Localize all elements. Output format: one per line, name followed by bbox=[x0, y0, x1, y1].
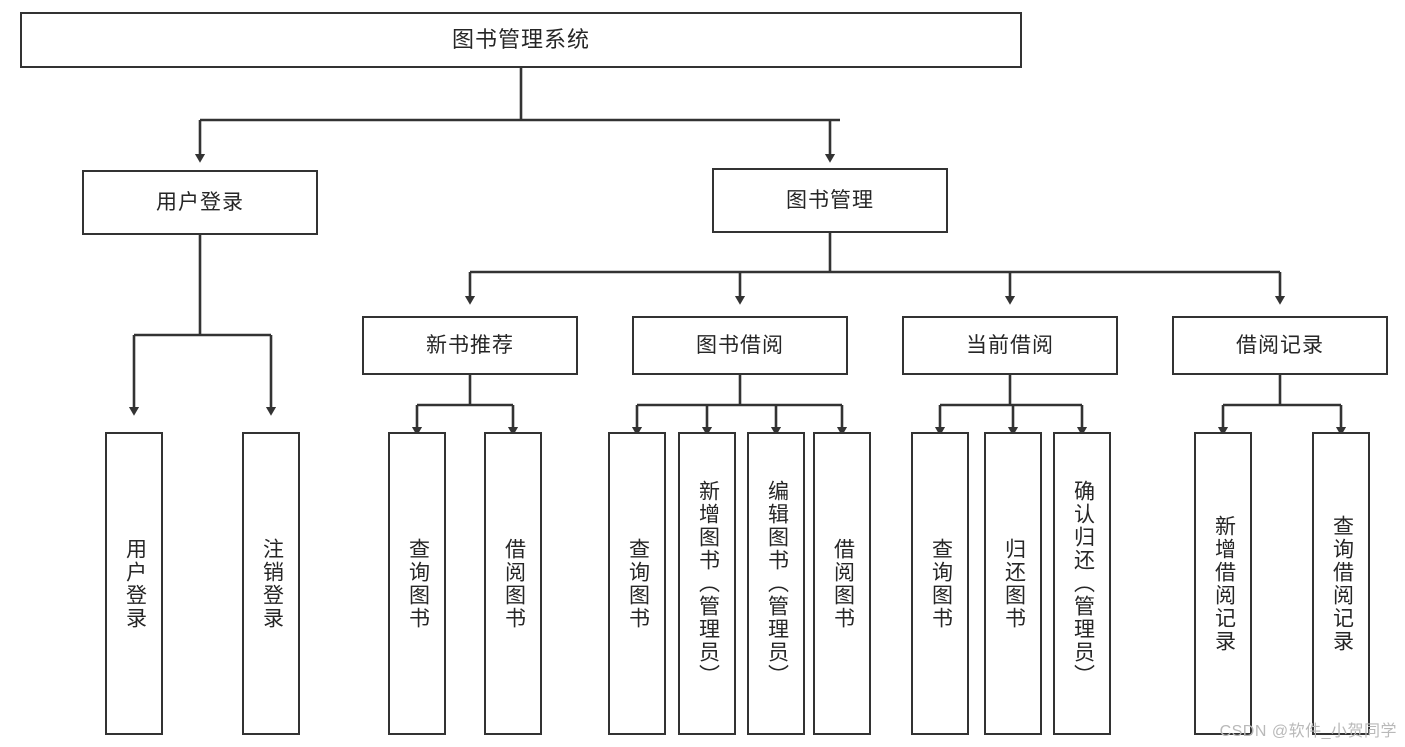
leaf-query-book-recommend[interactable]: 查询图书 bbox=[388, 432, 446, 735]
leaf-query-book-current[interactable]: 查询图书 bbox=[911, 432, 969, 735]
node-label: 新增图书（管理员） bbox=[696, 480, 720, 687]
leaf-logout[interactable]: 注销登录 bbox=[242, 432, 300, 735]
edge-group-records-children bbox=[1217, 375, 1347, 436]
leaf-return-book[interactable]: 归还图书 bbox=[984, 432, 1042, 735]
edge-group-borrow-children bbox=[631, 375, 848, 436]
node-user-login[interactable]: 用户登录 bbox=[82, 170, 318, 235]
node-label: 当前借阅 bbox=[966, 333, 1054, 357]
node-label: 借阅记录 bbox=[1236, 333, 1324, 357]
leaf-add-borrow-record[interactable]: 新增借阅记录 bbox=[1194, 432, 1252, 735]
edge-group-user-login-children bbox=[128, 235, 277, 416]
node-label: 编辑图书（管理员） bbox=[765, 480, 789, 687]
node-label: 查询图书 bbox=[406, 537, 430, 630]
node-current-borrow[interactable]: 当前借阅 bbox=[902, 316, 1118, 375]
node-label: 注销登录 bbox=[260, 537, 284, 630]
node-label: 图书借阅 bbox=[696, 333, 784, 357]
watermark-text: CSDN @软件_小贺同学 bbox=[1219, 723, 1397, 740]
node-label: 借阅图书 bbox=[831, 537, 855, 630]
node-label: 借阅图书 bbox=[502, 537, 526, 630]
node-book-management[interactable]: 图书管理 bbox=[712, 168, 948, 233]
node-label: 图书管理 bbox=[786, 188, 874, 212]
node-label: 用户登录 bbox=[156, 190, 244, 214]
edge-group-book-mgmt-children bbox=[464, 233, 1286, 305]
node-root-system[interactable]: 图书管理系统 bbox=[20, 12, 1022, 68]
node-new-book-recommend[interactable]: 新书推荐 bbox=[362, 316, 578, 375]
leaf-confirm-return-admin[interactable]: 确认归还（管理员） bbox=[1053, 432, 1111, 735]
leaf-borrow-book[interactable]: 借阅图书 bbox=[813, 432, 871, 735]
edge-group-current-children bbox=[934, 375, 1088, 436]
leaf-query-book-borrow[interactable]: 查询图书 bbox=[608, 432, 666, 735]
node-borrow-records[interactable]: 借阅记录 bbox=[1172, 316, 1388, 375]
leaf-borrow-book-recommend[interactable]: 借阅图书 bbox=[484, 432, 542, 735]
node-label: 确认归还（管理员） bbox=[1071, 480, 1095, 687]
node-label: 用户登录 bbox=[123, 537, 147, 630]
node-label: 查询图书 bbox=[626, 537, 650, 630]
node-label: 查询借阅记录 bbox=[1330, 514, 1354, 653]
node-label: 新增借阅记录 bbox=[1212, 514, 1236, 653]
leaf-add-book-admin[interactable]: 新增图书（管理员） bbox=[678, 432, 736, 735]
node-label: 归还图书 bbox=[1002, 537, 1026, 630]
node-label: 查询图书 bbox=[929, 537, 953, 630]
leaf-user-login[interactable]: 用户登录 bbox=[105, 432, 163, 735]
edge-group-root-to-level2 bbox=[194, 68, 840, 163]
node-book-borrow[interactable]: 图书借阅 bbox=[632, 316, 848, 375]
leaf-edit-book-admin[interactable]: 编辑图书（管理员） bbox=[747, 432, 805, 735]
leaf-query-borrow-record[interactable]: 查询借阅记录 bbox=[1312, 432, 1370, 735]
node-label: 图书管理系统 bbox=[451, 26, 590, 52]
node-label: 新书推荐 bbox=[426, 333, 514, 357]
edge-group-new-book-children bbox=[411, 375, 519, 436]
